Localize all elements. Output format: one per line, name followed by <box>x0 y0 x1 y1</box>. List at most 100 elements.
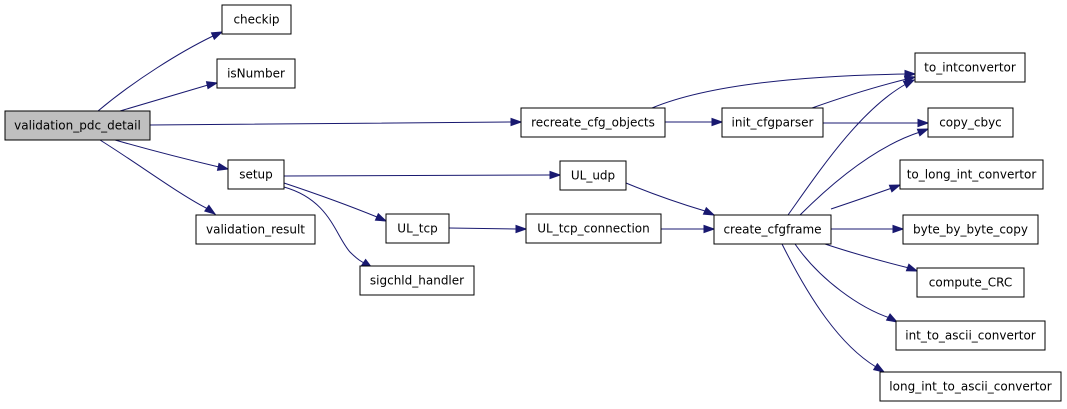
node-label: validation_result <box>206 223 305 237</box>
node-label: compute_CRC <box>929 276 1012 290</box>
node-box[interactable] <box>227 159 285 190</box>
node-label: setup <box>239 168 273 182</box>
edge-arrowhead <box>210 31 224 41</box>
edge-arrowhead <box>885 313 899 323</box>
nodes-layer: validation_pdc_detail checkip isNumber recr… <box>4 4 1062 402</box>
edge-create_cfgframe-to-byte_by_byte_copy <box>831 224 905 234</box>
edge-arrowhead <box>702 206 716 216</box>
edge-line <box>625 182 715 216</box>
node-ul-tcp[interactable]: UL_tcp <box>385 213 450 244</box>
edge-arrowhead <box>205 81 219 90</box>
edge-line <box>283 186 373 269</box>
edge-recreate_cfg_objects-to-to_intconvertor <box>651 69 917 109</box>
node-validation-result[interactable]: validation_result <box>195 214 316 245</box>
edge-validation_pdc_detail-to-isNumber <box>119 81 219 112</box>
node-isnumber[interactable]: isNumber <box>216 58 296 89</box>
node-box[interactable] <box>902 214 1039 245</box>
node-label: UL_tcp_connection <box>537 222 650 236</box>
node-box[interactable] <box>195 214 316 245</box>
edge-line <box>99 139 216 215</box>
node-create-cfgframe[interactable]: create_cfgframe <box>713 214 832 245</box>
edge-line <box>119 82 218 112</box>
node-label: byte_by_byte_copy <box>913 223 1028 237</box>
node-init-cfgparser[interactable]: init_cfgparser <box>721 107 824 138</box>
node-box[interactable] <box>914 52 1026 83</box>
edge-line <box>651 73 915 109</box>
node-copy-cbyc[interactable]: copy_cbyc <box>927 107 1014 138</box>
node-ul-tcp-connection[interactable]: UL_tcp_connection <box>525 213 662 244</box>
edge-UL_udp-to-create_cfgframe <box>625 182 716 216</box>
edge-line <box>149 121 521 126</box>
node-label: to_long_int_convertor <box>907 168 1037 182</box>
node-recreate-cfg-objects[interactable]: recreate_cfg_objects <box>520 107 666 138</box>
edge-arrowhead <box>703 224 716 234</box>
edges-layer <box>97 31 930 373</box>
node-box[interactable] <box>721 107 824 138</box>
edge-arrowhead <box>216 162 230 171</box>
node-box[interactable] <box>927 107 1014 138</box>
node-int-to-ascii-convertor[interactable]: int_to_ascii_convertor <box>895 320 1046 351</box>
node-box[interactable] <box>359 265 475 296</box>
node-byte-by-byte-copy[interactable]: byte_by_byte_copy <box>902 214 1039 245</box>
node-to-intconvertor[interactable]: to_intconvertor <box>914 52 1026 83</box>
node-label: create_cfgframe <box>723 223 821 237</box>
edge-create_cfgframe-to-to_intconvertor <box>787 79 916 216</box>
node-box[interactable] <box>713 214 832 245</box>
edge-arrowhead <box>888 184 902 193</box>
node-label: to_intconvertor <box>924 61 1016 75</box>
node-to-long-int-convertor[interactable]: to_long_int_convertor <box>899 159 1044 190</box>
node-box[interactable] <box>520 107 666 138</box>
node-compute-crc[interactable]: compute_CRC <box>916 267 1025 298</box>
edge-arrowhead <box>549 170 562 180</box>
edge-line <box>781 243 885 373</box>
edge-UL_tcp-to-UL_tcp_connection <box>448 224 528 234</box>
edge-line <box>787 79 915 216</box>
node-box[interactable] <box>221 4 292 35</box>
node-setup[interactable]: setup <box>227 159 285 190</box>
node-long-int-to-ascii-convertor[interactable]: long_int_to_ascii_convertor <box>879 371 1062 402</box>
node-label: int_to_ascii_convertor <box>905 329 1036 343</box>
node-sigchld-handler[interactable]: sigchld_handler <box>359 265 475 296</box>
edge-line <box>811 76 916 109</box>
node-label: UL_udp <box>571 169 615 183</box>
edge-init_cfgparser-to-to_intconvertor <box>811 75 917 109</box>
node-label: copy_cbyc <box>939 116 1002 130</box>
edge-arrowhead <box>510 117 523 127</box>
node-checkip[interactable]: checkip <box>221 4 292 35</box>
edge-arrowhead <box>892 224 905 234</box>
edge-line <box>794 243 898 323</box>
node-box[interactable] <box>916 267 1025 298</box>
edge-setup-to-UL_tcp <box>283 182 388 222</box>
edge-create_cfgframe-to-long_int_to_ascii_convertor <box>781 243 886 373</box>
node-box[interactable] <box>525 213 662 244</box>
edge-line <box>114 139 229 170</box>
edge-create_cfgframe-to-copy_cbyc <box>799 128 930 216</box>
node-label: init_cfgparser <box>732 116 814 130</box>
node-box[interactable] <box>879 371 1062 402</box>
edge-validation_pdc_detail-to-checkip <box>97 31 224 112</box>
edge-create_cfgframe-to-int_to_ascii_convertor <box>794 243 899 323</box>
node-box[interactable] <box>895 320 1046 351</box>
edge-init_cfgparser-to-copy_cbyc <box>823 118 930 128</box>
edge-validation_pdc_detail-to-validation_result <box>99 139 217 215</box>
edge-line <box>830 184 901 210</box>
node-box[interactable] <box>4 110 151 141</box>
edge-line <box>283 182 387 222</box>
edge-line <box>448 227 526 230</box>
node-label: recreate_cfg_objects <box>531 116 655 130</box>
edge-arrowhead <box>374 212 388 222</box>
node-box[interactable] <box>385 213 450 244</box>
edge-line <box>799 128 929 216</box>
node-box[interactable] <box>216 58 296 89</box>
node-box[interactable] <box>899 159 1044 190</box>
node-label: UL_tcp <box>397 222 437 236</box>
node-label: sigchld_handler <box>370 274 464 288</box>
node-label: checkip <box>233 13 279 27</box>
node-box[interactable] <box>559 160 627 191</box>
node-ul-udp[interactable]: UL_udp <box>559 160 627 191</box>
edge-create_cfgframe-to-compute_CRC <box>824 243 919 272</box>
node-label: long_int_to_ascii_convertor <box>889 380 1051 394</box>
node-validation-pdc-detail[interactable]: validation_pdc_detail <box>4 110 151 141</box>
node-label: isNumber <box>227 67 285 81</box>
